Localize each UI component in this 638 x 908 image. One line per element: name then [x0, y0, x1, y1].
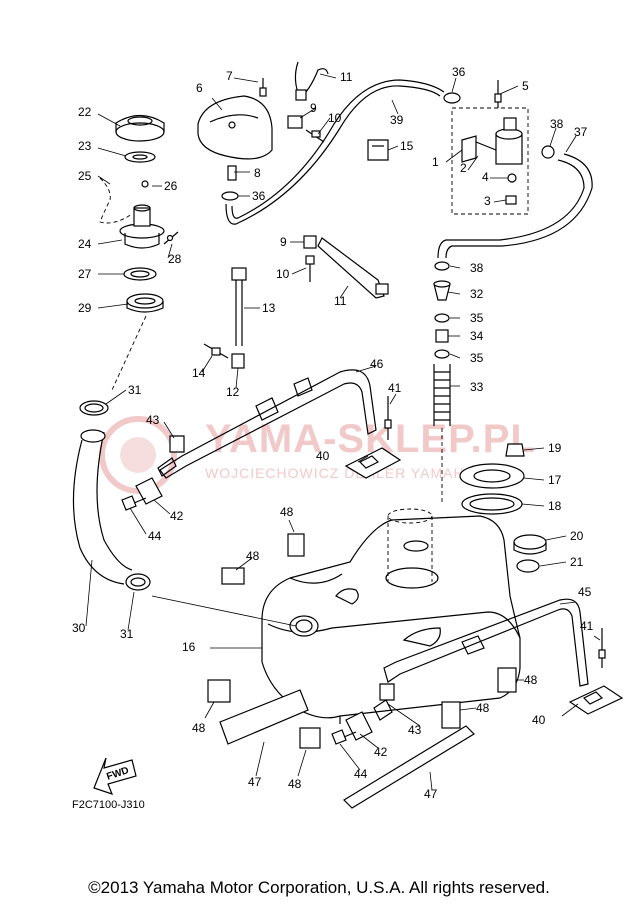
callout-42: 42	[170, 509, 184, 523]
callout-31: 31	[128, 383, 142, 397]
callout-13: 13	[262, 301, 276, 315]
callout-11: 11	[334, 294, 347, 308]
callout-18: 18	[548, 499, 562, 513]
callout-23: 23	[78, 139, 92, 153]
callout-14: 14	[192, 366, 206, 380]
callout-12: 12	[226, 385, 240, 399]
callout-28: 28	[168, 252, 182, 266]
tank-strap-left	[159, 369, 377, 479]
callout-48: 48	[246, 549, 260, 563]
filler-neck	[119, 204, 165, 249]
callout-34: 34	[470, 329, 484, 343]
callout-48: 48	[476, 701, 490, 715]
callout-47: 47	[248, 775, 262, 789]
callout-24: 24	[78, 237, 92, 251]
callout-20: 20	[570, 529, 584, 543]
watermark-sub: WOJCIECHOWICZ DEALER YAMAHA	[205, 465, 475, 481]
tank-strap-right	[383, 598, 589, 687]
callout-47: 47	[424, 787, 438, 801]
callout-10: 10	[276, 267, 290, 281]
callout-8: 8	[254, 166, 261, 180]
callout-44: 44	[354, 767, 368, 781]
parts-diagram: YAMA-SKLEP.PL WOJCIECHOWICZ DEALER YAMAH…	[72, 61, 624, 811]
callout-45: 45	[578, 585, 592, 599]
callout-27: 27	[78, 267, 92, 281]
fuel-filter-assembly	[451, 107, 529, 215]
callout-3: 3	[484, 194, 491, 208]
callout-41: 41	[580, 619, 594, 633]
callout-43: 43	[408, 723, 422, 737]
callout-38: 38	[470, 261, 484, 275]
fuel-cap	[115, 114, 165, 142]
callout-42: 42	[374, 745, 388, 759]
callout-48: 48	[280, 505, 294, 519]
fuel-pump	[387, 508, 433, 582]
callout-17: 17	[548, 473, 562, 487]
callout-5: 5	[522, 79, 529, 93]
callout-48: 48	[524, 673, 538, 687]
callout-41: 41	[388, 381, 402, 395]
callout-36: 36	[452, 65, 466, 79]
callout-6: 6	[196, 81, 203, 95]
leader-lines	[85, 73, 601, 791]
callout-31: 31	[120, 627, 134, 641]
callout-35: 35	[470, 351, 484, 365]
callout-46: 46	[370, 357, 384, 371]
callout-26: 26	[164, 179, 178, 193]
callout-37: 37	[574, 125, 588, 139]
callout-43: 43	[146, 413, 160, 427]
diagram-code: F2C7100-J310	[72, 799, 145, 811]
callout-19: 19	[548, 441, 562, 455]
callout-25: 25	[78, 169, 92, 183]
callout-38: 38	[550, 117, 564, 131]
cap-seal	[124, 151, 156, 163]
callout-2: 2	[460, 161, 467, 175]
callout-1: 1	[432, 155, 439, 169]
hose-clamp	[79, 400, 109, 416]
callout-35: 35	[470, 311, 484, 325]
callout-7: 7	[226, 69, 233, 83]
callout-15: 15	[400, 139, 414, 153]
callout-40: 40	[316, 449, 330, 463]
callout-48: 48	[288, 777, 302, 791]
copyright-notice: ©2013 Yamaha Motor Corporation, U.S.A. A…	[88, 878, 550, 897]
callout-16: 16	[182, 640, 196, 654]
fuel-line-fittings	[433, 261, 451, 426]
forward-arrow: FWD	[93, 757, 137, 795]
callout-11: 11	[340, 70, 353, 84]
callout-44: 44	[148, 529, 162, 543]
callout-10: 10	[328, 111, 342, 125]
cap-tether	[99, 177, 133, 224]
callout-9: 9	[280, 235, 287, 249]
cover	[197, 95, 273, 160]
filler-hose	[72, 429, 133, 585]
callout-4: 4	[482, 170, 489, 184]
tank-pad	[219, 689, 309, 745]
callout-36: 36	[252, 189, 266, 203]
watermark: YAMA-SKLEP.PL WOJCIECHOWICZ DEALER YAMAH…	[99, 416, 535, 494]
callout-29: 29	[78, 301, 92, 315]
callout-33: 33	[470, 380, 484, 394]
callout-21: 21	[570, 555, 584, 569]
callout-48: 48	[192, 721, 206, 735]
callout-32: 32	[470, 287, 484, 301]
callout-9: 9	[310, 101, 317, 115]
callout-39: 39	[390, 113, 404, 127]
callout-22: 22	[78, 105, 92, 119]
callout-40: 40	[532, 713, 546, 727]
filler-nut	[126, 293, 164, 313]
callout-30: 30	[72, 621, 86, 635]
